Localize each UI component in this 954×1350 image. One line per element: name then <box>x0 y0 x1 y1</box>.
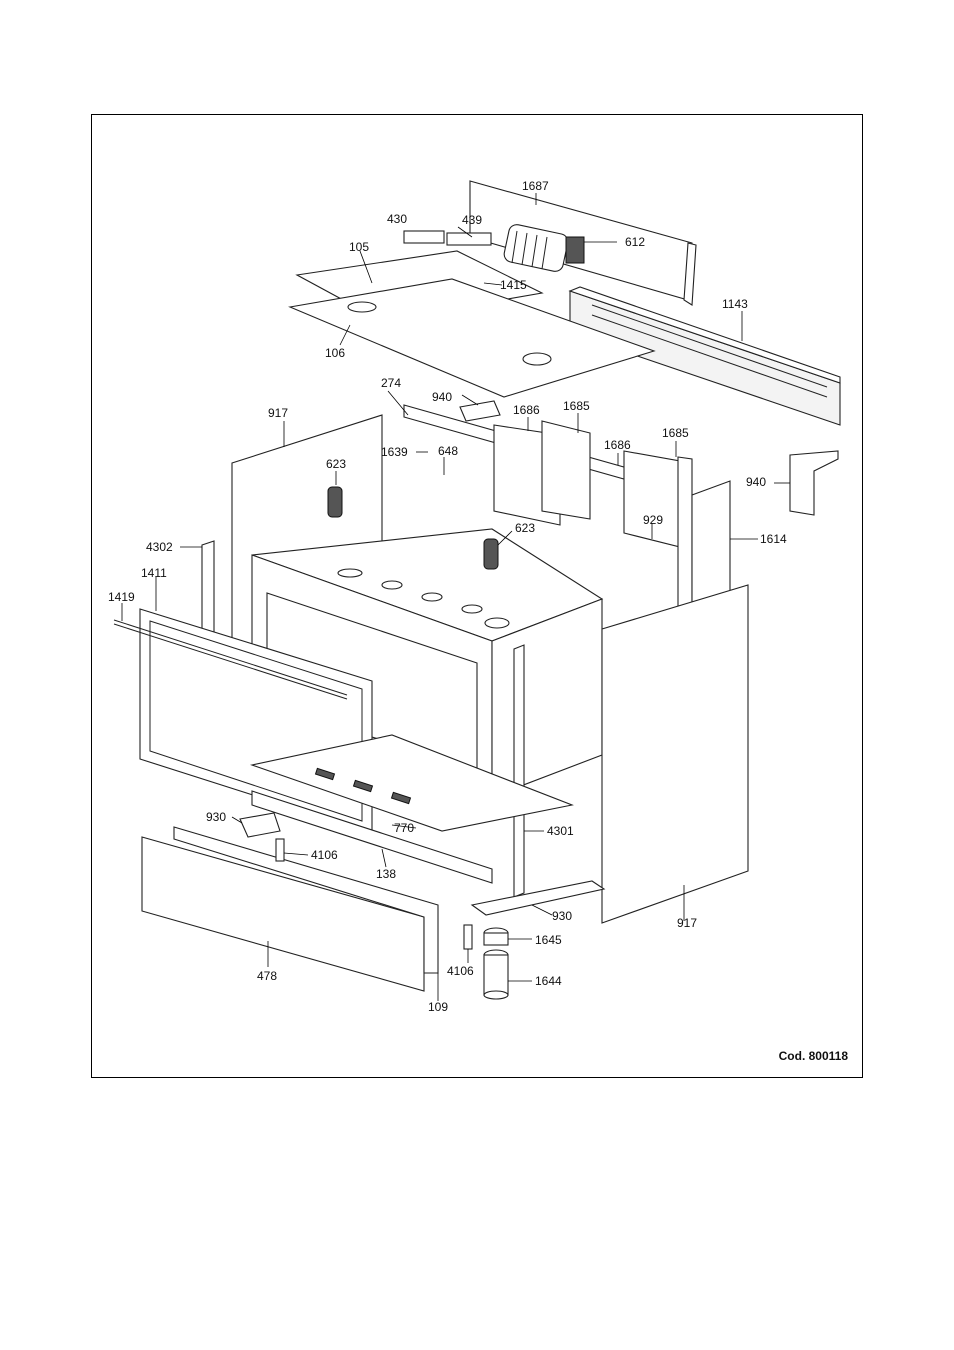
part-label-4106-right: 4106 <box>447 965 474 977</box>
part-label-930-left: 930 <box>206 811 226 823</box>
part-label-917-left: 917 <box>268 407 288 419</box>
part-label-478: 478 <box>257 970 277 982</box>
part-label-1411: 1411 <box>141 567 167 579</box>
part-label-109: 109 <box>428 1001 448 1013</box>
part-label-1686-right: 1686 <box>604 439 631 451</box>
part-label-1687: 1687 <box>522 180 549 192</box>
drawing-code: Cod. 800118 <box>779 1049 848 1063</box>
part-label-105: 105 <box>349 241 369 253</box>
part-label-612: 612 <box>625 236 645 248</box>
part-label-1685-right: 1685 <box>662 427 689 439</box>
part-label-138: 138 <box>376 868 396 880</box>
part-label-917-right: 917 <box>677 917 697 929</box>
exploded-view-drawing <box>92 115 864 1079</box>
part-label-1645: 1645 <box>535 934 562 946</box>
part-label-929: 929 <box>643 514 663 526</box>
part-label-430: 430 <box>387 213 407 225</box>
part-label-439: 439 <box>462 214 482 226</box>
part-label-1419: 1419 <box>108 591 135 603</box>
part-label-4106-left: 4106 <box>311 849 338 861</box>
part-label-4302: 4302 <box>146 541 173 553</box>
part-label-1686-left: 1686 <box>513 404 540 416</box>
part-label-930-right: 930 <box>552 910 572 922</box>
part-label-274: 274 <box>381 377 401 389</box>
part-label-623-lower: 623 <box>515 522 535 534</box>
part-label-1415: 1415 <box>500 279 527 291</box>
part-label-1639: 1639 <box>381 446 408 458</box>
part-label-4301: 4301 <box>547 825 574 837</box>
part-label-1644: 1644 <box>535 975 562 987</box>
part-label-940-right: 940 <box>746 476 766 488</box>
part-label-648: 648 <box>438 445 458 457</box>
diagram-frame: 1687 430 439 612 105 1415 1143 106 274 9… <box>91 114 863 1078</box>
part-label-770: 770 <box>394 822 414 834</box>
part-label-1143: 1143 <box>722 298 748 310</box>
part-label-106: 106 <box>325 347 345 359</box>
part-label-1614: 1614 <box>760 533 787 545</box>
part-label-623-upper: 623 <box>326 458 346 470</box>
part-label-940-top: 940 <box>432 391 452 403</box>
part-label-1685-left: 1685 <box>563 400 590 412</box>
